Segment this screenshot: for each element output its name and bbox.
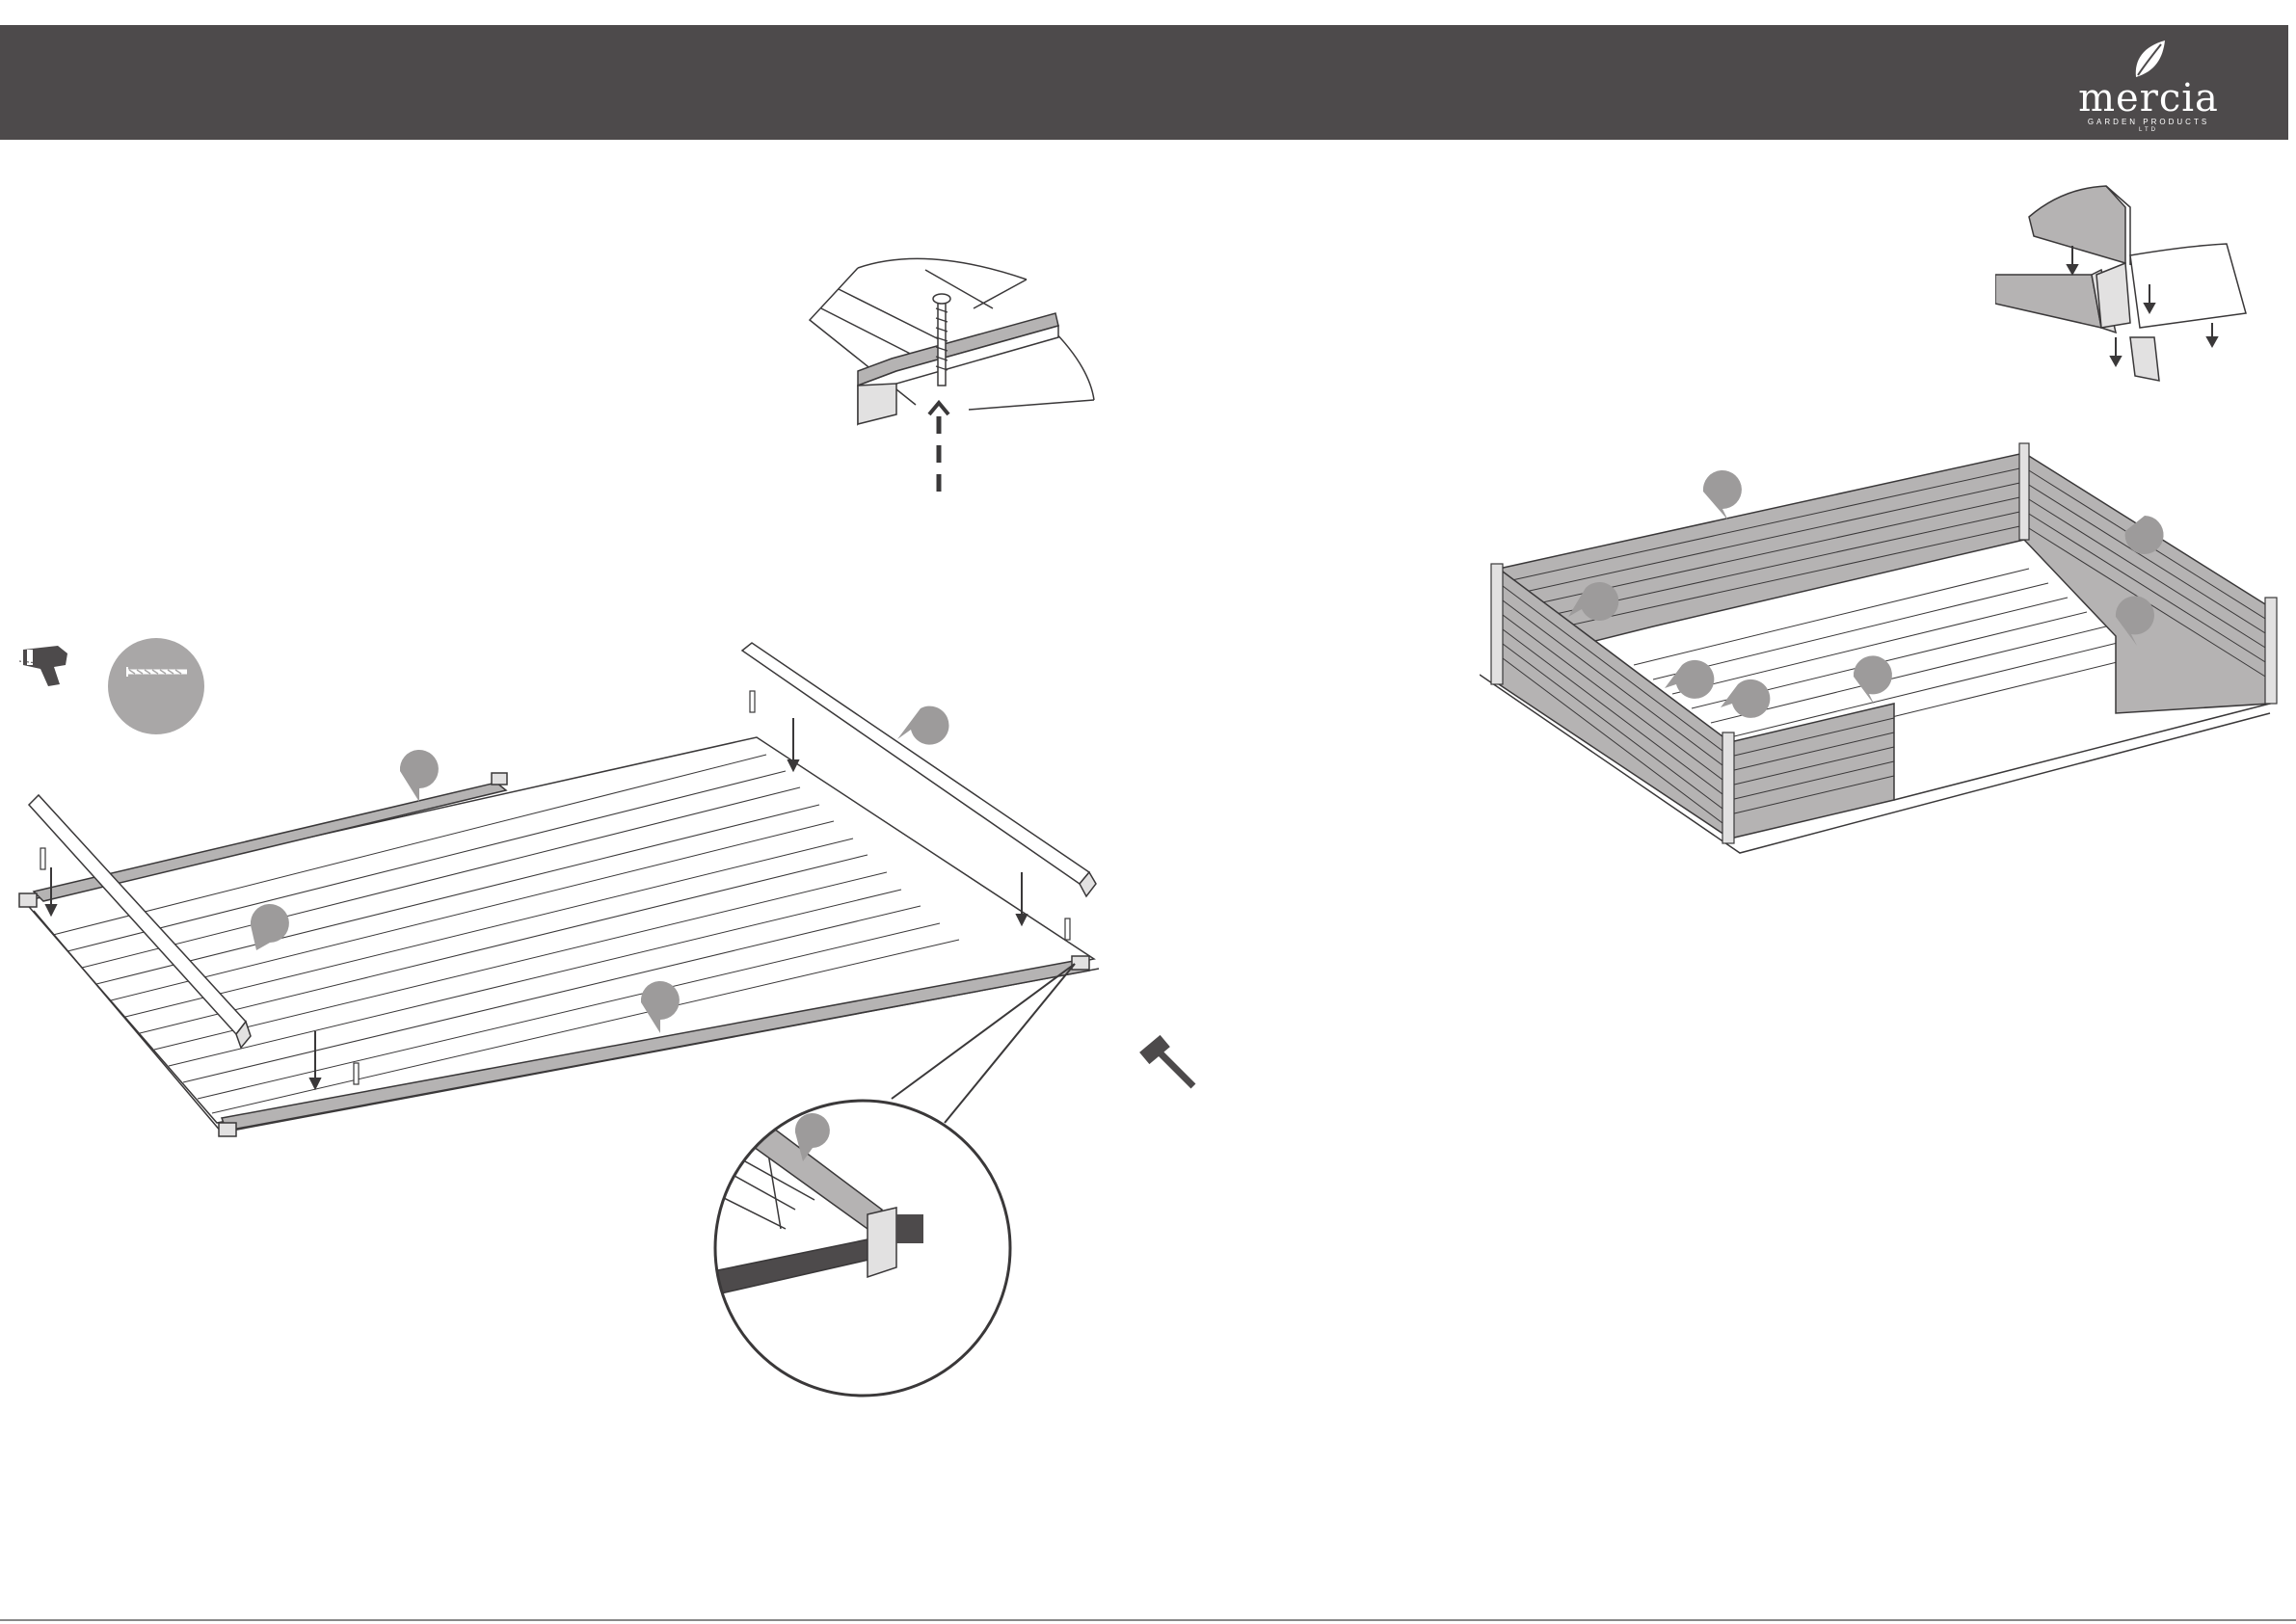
screws xyxy=(40,691,1070,1084)
interlock-detail-illustration xyxy=(1995,178,2256,390)
walls-assembly-illustration xyxy=(1480,424,2289,867)
brand-tagline: GARDEN PRODUCTS xyxy=(2067,118,2230,126)
upward-arrow-icon xyxy=(929,403,948,492)
mallet-icon xyxy=(1137,1026,1205,1094)
down-arrows xyxy=(46,718,1027,1088)
zoom-detail-illustration xyxy=(708,1094,1017,1402)
floor-boards xyxy=(53,755,959,1113)
footer-rule xyxy=(0,1619,2296,1621)
brand-suffix: LTD xyxy=(2067,127,2230,133)
wall-right xyxy=(2024,453,2270,713)
brand-name: mercia xyxy=(2067,79,2230,118)
callout-marker-icon xyxy=(251,706,949,1033)
floor-assembly-illustration xyxy=(14,631,1113,1171)
screw-detail-illustration xyxy=(800,241,1108,501)
leaf-icon xyxy=(2130,39,2169,81)
brand-logo: mercia GARDEN PRODUCTS LTD xyxy=(2067,39,2230,135)
header-bar: mercia GARDEN PRODUCTS LTD xyxy=(0,25,2288,140)
